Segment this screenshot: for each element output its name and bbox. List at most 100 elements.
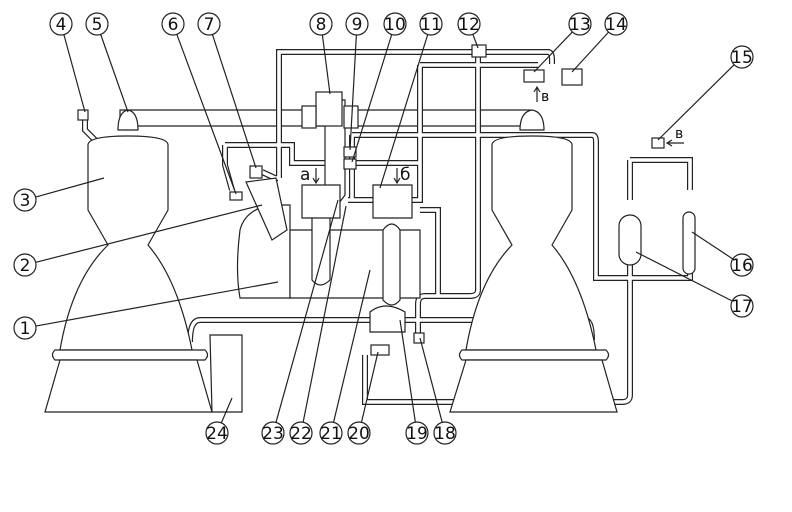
leader-line [657,64,735,141]
leader-line [691,231,734,260]
callout-number: 23 [262,424,284,444]
callout-circle [309,12,333,36]
callout-3: 3 [13,177,105,212]
callout-number: 22 [290,424,312,444]
callout-22: 22 [289,205,347,445]
callout-19: 19 [399,319,429,445]
inlet-a-flange [301,184,341,219]
pipe [348,65,422,202]
callout-7: 7 [197,12,257,169]
callout-14: 14 [571,12,628,73]
main-valve-8 [315,91,343,127]
callout-circle [383,12,407,36]
callout-circle [345,12,369,36]
leader-line [35,177,105,198]
callout-20: 20 [347,351,379,445]
pipe [420,207,441,296]
callout-number: 17 [731,297,753,317]
flow-labels: а б в в [300,85,684,185]
turbopump [77,44,696,356]
gas-generator [245,177,288,241]
leader-line [220,397,233,424]
callout-12: 12 [457,12,481,49]
leader-line [302,205,347,423]
callout-number: 21 [320,424,342,444]
callout-circle [205,421,229,445]
leader-line [472,34,479,49]
left-chamber [44,109,243,413]
callout-circle [49,12,73,36]
valve-20 [370,344,390,356]
callout-5: 5 [85,12,129,113]
leader-line [332,269,371,423]
callout-number: 1 [20,319,31,339]
callout-number: 5 [92,15,103,35]
callout-circle [568,12,592,36]
inlet-b-flange [372,184,413,219]
callout-circle [604,12,628,36]
leader-line [399,319,416,423]
callout-8: 8 [309,12,333,95]
chamber-collar-right [458,349,610,361]
pipe [630,158,692,190]
callout-circle [730,294,754,318]
callout-number: 20 [348,424,370,444]
leader-line [321,34,331,95]
callout-21: 21 [319,269,371,445]
leader-line [360,351,379,423]
callout-circle [730,45,754,69]
leader-line [533,31,573,73]
flange-left [301,105,317,129]
callout-circle [289,421,313,445]
callout-circle [347,421,371,445]
leader-line [176,34,237,195]
callout-circle [13,188,37,212]
nozzle-left [44,359,213,413]
callout-circle [319,421,343,445]
callout-9: 9 [345,12,369,151]
chamber-dome-left [117,109,139,131]
leader-line [100,34,129,113]
arrow-v2-icon [665,139,684,147]
sensor-4 [77,109,89,121]
igniter-7 [249,165,263,179]
callout-number: 7 [204,15,215,35]
chamber-collar-left [51,349,209,361]
chamber-dome-right [519,109,545,131]
right-chamber [449,109,618,413]
pipe [630,157,693,190]
callout-number: 6 [168,15,179,35]
callout-number: 9 [352,15,363,35]
callout-number: 18 [434,424,456,444]
callout-17: 17 [635,251,754,318]
leader-line [571,31,610,73]
flow-label-a: а [300,165,310,185]
pipe [420,208,440,296]
pipe [352,133,692,280]
callout-number: 16 [731,256,753,276]
callout-number: 15 [731,48,753,68]
tank-17 [618,214,642,266]
callout-number: 4 [56,15,67,35]
leader-line [351,34,393,163]
callout-circle [261,421,285,445]
callout-15: 15 [657,45,754,141]
callout-6: 6 [161,12,237,195]
leader-line [349,34,357,151]
pipe [363,262,632,404]
leader-line [35,281,279,327]
pipe [83,118,97,142]
leader-line [63,34,86,113]
valve-10 [343,158,357,170]
callout-number: 2 [20,256,31,276]
flow-label-v2: в [675,126,683,142]
pipe [277,50,554,178]
pump-volute [382,223,401,306]
callout-11: 11 [379,12,443,189]
callout-number: 19 [406,424,428,444]
callout-circle [405,421,429,445]
leader-line [379,34,429,189]
callout-2: 2 [13,204,263,277]
